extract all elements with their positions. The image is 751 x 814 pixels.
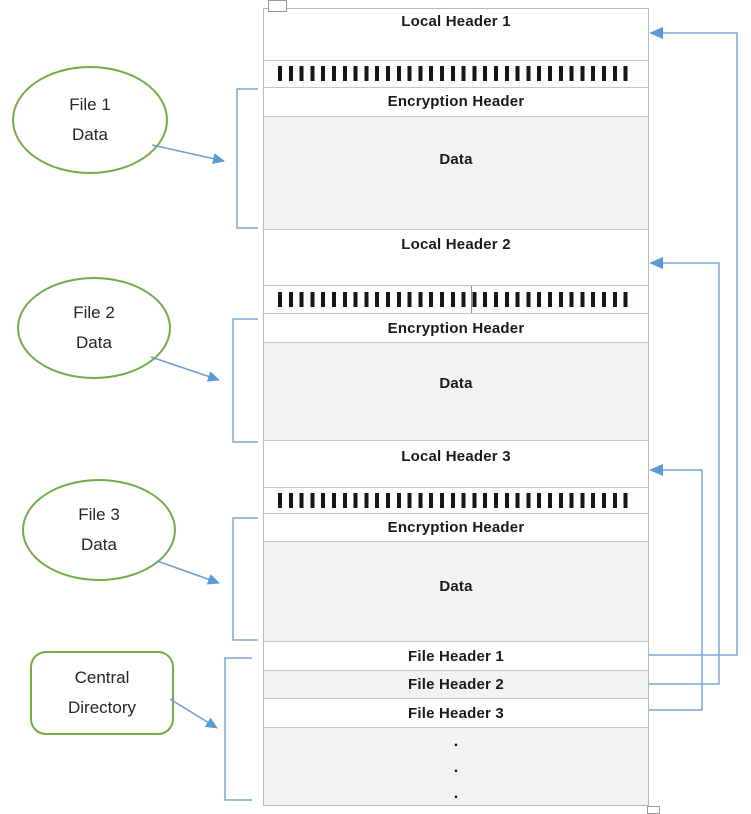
file-1-label-line2: Data [72, 125, 108, 144]
row-hatch-1 [264, 60, 648, 88]
connector-fileheader2-to-localheader2 [649, 262, 720, 685]
arrow-file3-to-bracket [156, 560, 220, 585]
row-local-header-3: Local Header 3 [264, 441, 648, 488]
connector-fileheader3-to-localheader3 [649, 469, 703, 711]
central-directory-line2: Directory [67, 698, 136, 717]
hatch-pattern-3 [278, 492, 634, 508]
file-3-data-ellipse: File 3 Data [22, 479, 176, 581]
encryption-header-2-label: Encryption Header [387, 319, 525, 337]
file-2-data-ellipse: File 2 Data [17, 277, 171, 379]
row-ellipsis: . . . [264, 728, 648, 805]
ellipsis-dot: . [453, 759, 459, 776]
local-header-2-label: Local Header 2 [401, 236, 511, 254]
row-local-header-2: Local Header 2 [264, 230, 648, 287]
arrowhead-local-header-3 [649, 464, 663, 476]
file-1-label-line1: File 1 [69, 95, 111, 114]
file-2-label-line2: Data [76, 333, 112, 352]
central-directory-box: Central Directory [30, 651, 174, 735]
local-header-3-label: Local Header 3 [401, 447, 511, 465]
file-3-label-line2: Data [81, 535, 117, 554]
bracket-file-2-region [232, 318, 258, 443]
data-1-label: Data [439, 150, 473, 168]
data-2-label: Data [439, 374, 473, 392]
selection-handle-bottom-right[interactable] [647, 806, 660, 814]
bracket-file-1-region [236, 88, 258, 229]
arrowhead-local-header-2 [649, 257, 663, 269]
encryption-header-1-label: Encryption Header [387, 93, 525, 111]
row-hatch-2 [264, 286, 648, 315]
bracket-central-directory-region [224, 657, 252, 801]
hatch-pattern-1 [278, 66, 634, 82]
arrow-file2-to-bracket [150, 356, 220, 382]
connector-fileheader1-to-localheader1 [649, 32, 738, 656]
row-encryption-header-3: Encryption Header [264, 514, 648, 542]
row-file-header-1: File Header 1 [264, 642, 648, 672]
row-data-3: Data [264, 541, 648, 643]
file-header-1-label: File Header 1 [408, 647, 504, 665]
central-directory-line1: Central [74, 668, 130, 687]
row-file-header-3: File Header 3 [264, 699, 648, 728]
row-local-header-1: Local Header 1 [264, 9, 648, 61]
bracket-file-3-region [232, 517, 258, 641]
file-header-2-label: File Header 2 [408, 676, 504, 694]
arrowhead-local-header-1 [649, 27, 663, 39]
zip-structure-box: Local Header 1 Encryption Header Data Lo… [263, 8, 649, 806]
ellipsis-dot: . [453, 733, 459, 750]
row-file-header-2: File Header 2 [264, 671, 648, 700]
hatch-pattern-2 [278, 292, 634, 308]
arrow-file1-to-bracket [151, 144, 225, 164]
ellipsis-dot: . [453, 785, 459, 802]
file-2-label-line1: File 2 [73, 303, 115, 322]
selection-handle-top[interactable] [268, 0, 287, 12]
row-encryption-header-2: Encryption Header [264, 314, 648, 344]
row-data-2: Data [264, 343, 648, 441]
file-1-data-ellipse: File 1 Data [12, 66, 168, 174]
row-hatch-3 [264, 487, 648, 514]
arrow-centraldir-to-bracket [169, 698, 218, 729]
row-encryption-header-1: Encryption Header [264, 88, 648, 117]
file-3-label-line1: File 3 [78, 505, 120, 524]
data-3-label: Data [439, 577, 473, 595]
encryption-header-3-label: Encryption Header [387, 518, 525, 536]
file-header-3-label: File Header 3 [408, 704, 504, 722]
local-header-1-label: Local Header 1 [401, 13, 511, 30]
hatch-divider-line [471, 286, 472, 314]
row-data-1: Data [264, 116, 648, 231]
